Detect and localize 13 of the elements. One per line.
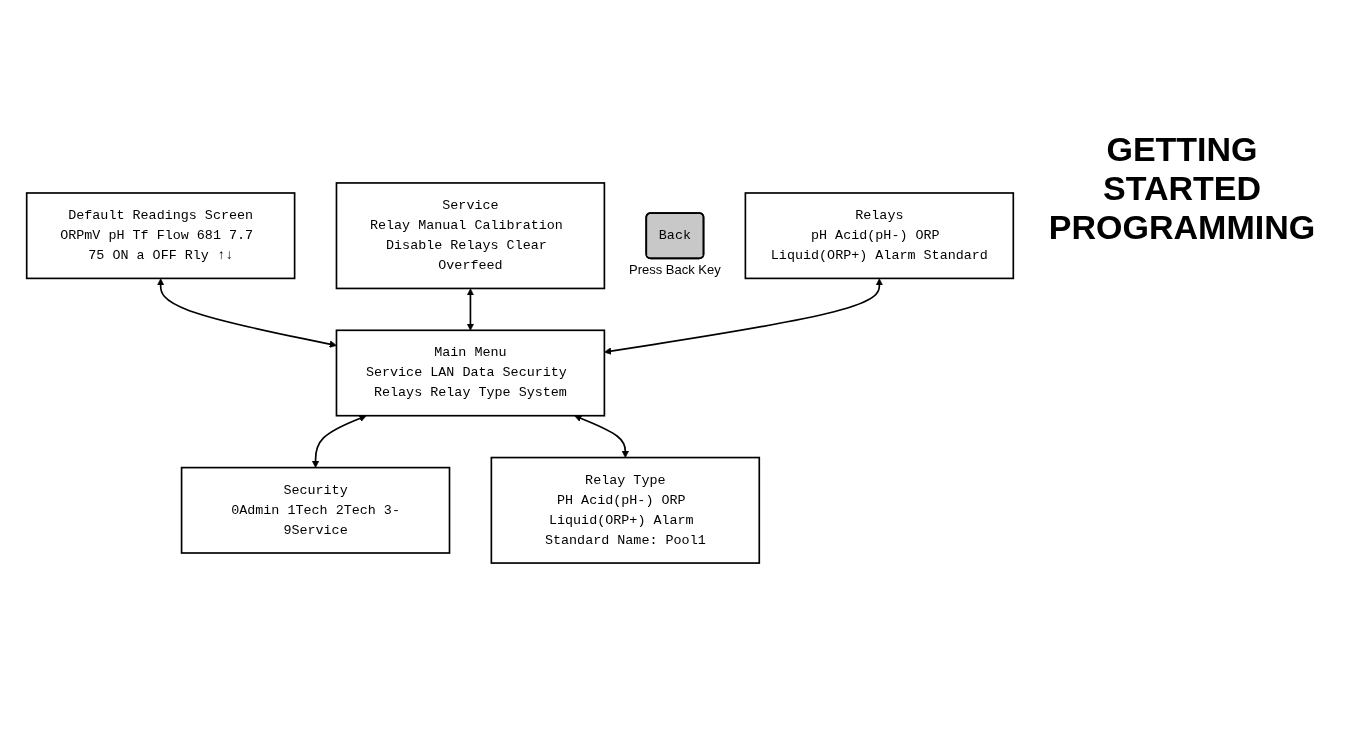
node-box: Service Relay Manual Calibration Disable Relays Clear Overfeed: [335, 182, 606, 290]
node-box: Security 0Admin 1Tech 2Tech 3-9Service: [180, 466, 451, 554]
node-box: Relays pH Acid(pH-) ORP Liquid(ORP+) Alarm Standard: [744, 192, 1015, 280]
node-box: Relay Type PH Acid(pH-) ORP Liquid(ORP+) Alarm Standard Name: Pool1: [490, 456, 761, 564]
arrow: [311, 414, 367, 468]
diagram-title: GETTING STARTED PROGRAMMING: [1047, 130, 1317, 247]
node-box: Default Readings Screen ORPmV pH Tf Flow 681 7.7 75 ON a OFF Rly ↑↓: [25, 192, 296, 280]
arrow: [604, 278, 884, 355]
key-caption: Press Back Key: [628, 262, 722, 278]
arrow: [466, 288, 475, 331]
arrow: [574, 414, 629, 458]
node-box: Main Menu Service LAN Data Security Relays Relay Type System: [335, 329, 606, 417]
arrow: [156, 278, 337, 348]
